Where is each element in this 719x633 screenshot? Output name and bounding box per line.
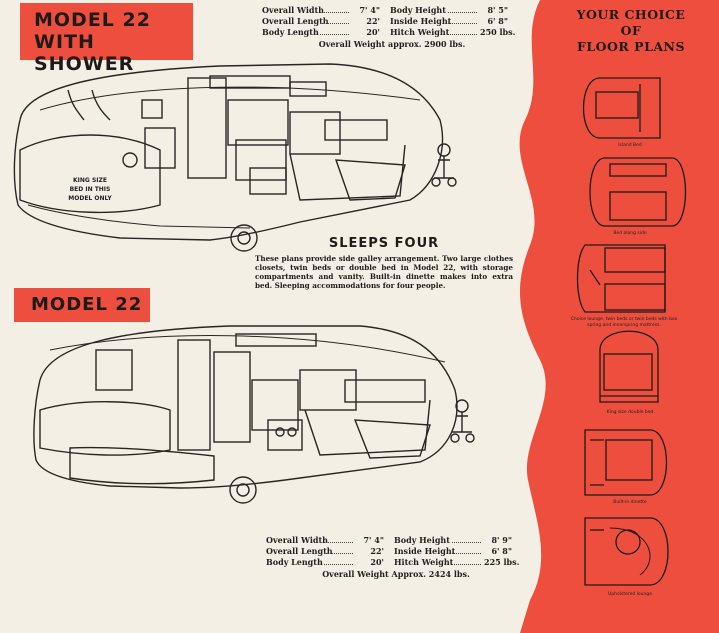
spec-value: 8' 9" [491,535,512,545]
spec-value: 6' 8" [491,546,512,556]
bottom-specs: Overall Width 7' 4" Body Height 8' 9" Over… [266,535,526,580]
bottom-overall-weight: Overall Weight Approx. 2424 lbs. [322,569,470,579]
floor-plan-6 [584,517,669,586]
spec-label: Body Length [262,27,319,37]
floor-plan-5 [584,429,668,496]
top-specs: Overall Width 7' 4" Body Height 8' 5" Over… [262,5,522,50]
spec-label: Hitch Weight [390,27,450,37]
spec-label: Hitch Weight [394,557,454,567]
spec-label: Overall Length [262,16,329,26]
spec-value: 8' 5" [487,5,508,15]
spec-value: 7' 4" [363,535,384,545]
spec-value: 225 lbs. [484,557,520,567]
floor-plan-4 [599,330,659,403]
spec-value: 20' [366,27,380,37]
spec-value: 22' [366,16,380,26]
top-model-title: MODEL 22 WITH SHOWER [20,3,193,75]
floor-plan-caption: Upholstered lounge [607,592,653,597]
spec-label: Body Height [394,535,450,545]
spec-label: Overall Width [266,535,328,545]
floor-plan-caption: Bed along side [613,231,647,236]
floor-plan-2 [589,157,687,227]
floor-plans-title-line1: YOUR CHOICE [576,7,686,22]
sleeps-heading: SLEEPS FOUR [328,236,440,251]
spec-value: 6' 8" [487,16,508,26]
floor-plan-3 [576,244,666,313]
sleeps-description: These plans provide side galley arrangem… [255,254,513,290]
spec-label: Body Height [390,5,446,15]
top-overall-weight: Overall Weight approx. 2900 lbs. [318,39,466,49]
floor-plan-caption: King size double bed [606,410,654,415]
spec-value: 7' 4" [359,5,380,15]
spec-value: 250 lbs. [480,27,516,37]
floor-plans-title-line2: OF [620,23,642,38]
floor-plan-1 [582,77,661,139]
spec-label: Inside Height [394,546,456,556]
floor-plan-caption: Built-in dinette [613,500,647,505]
bed-note-line2: BED IN THIS [69,186,111,193]
spec-value: 20' [370,557,384,567]
spec-label: Overall Length [266,546,333,556]
spec-label: Body Length [266,557,323,567]
bottom-title-text: MODEL 22 [31,294,143,315]
floor-plans-title-line3: FLOOR PLANS [576,39,686,54]
floor-plan-caption: Choice lounge, twin beds or twin beds wi… [570,317,678,328]
floor-plan-caption: Island Bed [618,143,642,148]
top-title-line1: MODEL 22 [34,9,151,31]
spec-value: 22' [370,546,384,556]
floor-plans-title: YOUR CHOICE OF FLOOR PLANS [558,7,704,55]
top-title-line2: WITH SHOWER [34,31,135,75]
bed-note-line3: MODEL ONLY [68,195,112,202]
spec-label: Inside Height [390,16,452,26]
bottom-model-title: MODEL 22 [14,288,150,322]
bed-note-line1: KING SIZE [73,177,107,184]
sleeps-four-block: SLEEPS FOUR These plans provide side gal… [255,236,513,290]
bed-note: KING SIZE BED IN THIS MODEL ONLY [55,176,125,203]
spec-label: Overall Width [262,5,324,15]
